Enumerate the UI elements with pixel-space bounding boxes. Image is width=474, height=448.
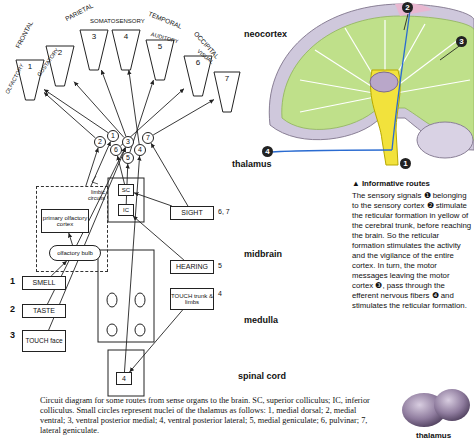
- relay-nucleus: [107, 293, 117, 307]
- node-text: 4: [218, 290, 222, 297]
- pathway-line: [86, 148, 98, 186]
- pathway-line: [134, 193, 172, 206]
- sense-box: 3TOUCH face: [22, 330, 66, 352]
- sense-box: SIGHT6, 7: [170, 206, 214, 220]
- pathway-line: [44, 89, 108, 132]
- callout-number: 4: [262, 146, 273, 157]
- node-text: primary olfactory cortex: [42, 215, 88, 228]
- thalamic-nucleus: 3: [122, 136, 134, 148]
- node-text: 6, 7: [218, 208, 230, 215]
- thalamic-nucleus: 2: [94, 136, 106, 148]
- olfactory-bulb-box: olfactory bulb: [49, 245, 101, 261]
- pathway-line: [151, 143, 188, 206]
- thalamus-shape: [370, 72, 398, 92]
- lobe-name: PARIETAL: [64, 2, 94, 23]
- thalamic-nucleus: 5: [122, 152, 134, 164]
- relay-nucleus: [135, 293, 145, 307]
- area-name: SOMATOSENSORY: [90, 18, 145, 25]
- node-text: 2: [98, 138, 102, 145]
- node-text: 4: [138, 146, 142, 153]
- node-text: 1: [111, 132, 115, 139]
- sense-box: 2TASTE: [22, 304, 66, 318]
- node-text: 4: [122, 375, 126, 382]
- node-text: 3: [80, 33, 108, 41]
- pathway-line: [91, 141, 111, 186]
- callout-number: 2: [402, 2, 413, 13]
- colliculus-box: SC: [118, 184, 134, 196]
- lobe-name: TEMPORAL: [147, 10, 183, 30]
- node-text: 5: [218, 262, 222, 269]
- thalamic-nucleus: 1: [107, 130, 119, 142]
- sense-box: HEARING5: [170, 260, 214, 274]
- node-text: HEARING: [176, 263, 208, 270]
- spinal-relay-box: 4: [116, 372, 132, 385]
- node-text: 5: [126, 154, 130, 161]
- callout-number: 3: [456, 36, 467, 47]
- node-text: TASTE: [33, 307, 55, 314]
- medulla-outline: [98, 250, 154, 342]
- pathway-line: [49, 148, 126, 330]
- pathway-line: [69, 233, 73, 245]
- node-text: 5: [146, 43, 174, 51]
- node-text: 3: [126, 138, 130, 145]
- thalamus-photo: [434, 389, 470, 421]
- region-label: spinal cord: [238, 372, 286, 382]
- node-text: SC: [122, 187, 130, 193]
- spinal-cord-outline: [108, 350, 144, 396]
- figure-caption: Circuit diagram for some routes from sen…: [40, 396, 374, 436]
- panel-text: The sensory signals ❶ belonging to the s…: [352, 191, 472, 311]
- node-text: 6: [114, 146, 118, 153]
- sense-box: 1SMELL: [22, 276, 66, 290]
- relay-nucleus: [107, 324, 117, 336]
- thalamic-nucleus: 6: [110, 144, 122, 156]
- pathway-line: [129, 70, 139, 144]
- region-label: neocortex: [244, 30, 287, 40]
- node-text: 1: [10, 277, 15, 286]
- cerebellum: [417, 122, 473, 158]
- pathway-line: [133, 216, 184, 260]
- cortex-area: 7: [214, 72, 240, 112]
- pathway-line: [51, 261, 67, 276]
- region-label: medulla: [244, 316, 278, 326]
- lobe-name: FRONTAL: [14, 20, 34, 50]
- node-text: limbic circuits: [75, 189, 105, 201]
- node-text: SIGHT: [181, 209, 202, 216]
- node-text: 3: [10, 331, 15, 340]
- sense-box: TOUCH trunk & limbs4: [170, 288, 214, 310]
- pathway-line: [130, 310, 183, 372]
- node-text: olfactory bulb: [57, 250, 93, 256]
- efferent-fiber: [272, 150, 392, 152]
- region-label: thalamus: [232, 160, 272, 170]
- node-text: IC: [123, 207, 129, 213]
- region-label: midbrain: [244, 250, 282, 260]
- pathway-line: [153, 100, 214, 135]
- leader-line: [404, 14, 408, 30]
- cortex-area: 4: [112, 30, 140, 70]
- node-text: 7: [146, 134, 150, 141]
- colliculus-box: IC: [118, 204, 134, 216]
- thalamic-nucleus: 7: [142, 132, 154, 144]
- cortex-area: 5: [146, 40, 174, 80]
- thalamic-nucleus: 4: [134, 144, 146, 156]
- node-text: 4: [112, 33, 140, 41]
- olfactory-region: limbic circuits primary olfactory cortex o…: [36, 186, 108, 272]
- cortex-area: 3: [80, 30, 108, 70]
- pathway-line: [44, 92, 96, 138]
- pathway-line: [101, 70, 126, 136]
- callout-number: 1: [400, 158, 411, 169]
- panel-heading: ▲ Informative routes: [352, 180, 430, 189]
- node-text: 7: [214, 75, 240, 83]
- node-text: TOUCH face: [25, 338, 62, 345]
- olfactory-cortex-box: primary olfactory cortex: [41, 209, 89, 233]
- node-text: 2: [10, 305, 15, 314]
- motor-cortex: [395, 3, 432, 16]
- relay-nucleus: [135, 324, 145, 336]
- node-text: SMELL: [33, 279, 56, 286]
- photo-label: thalamus: [416, 432, 451, 441]
- node-text: TOUCH trunk & limbs: [171, 293, 213, 306]
- efferent-fiber: [392, 10, 410, 150]
